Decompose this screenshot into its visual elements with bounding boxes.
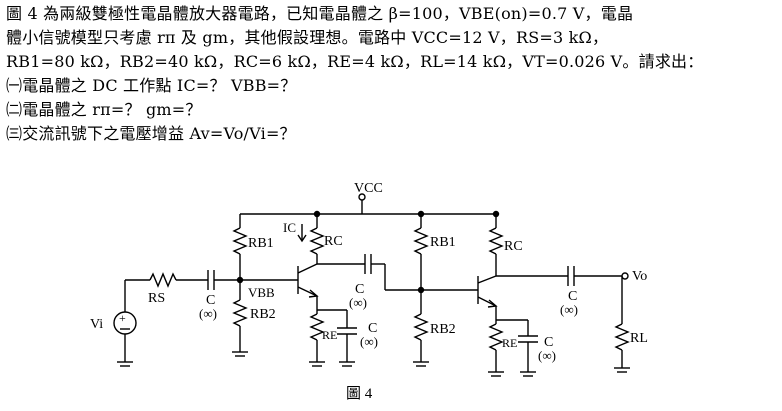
c-label-3: C bbox=[355, 282, 364, 297]
inf-label-1: (∞) bbox=[199, 306, 217, 321]
vi-label: Vi bbox=[90, 317, 103, 332]
inf-label-3: (∞) bbox=[349, 295, 367, 310]
inf-label-4: (∞) bbox=[538, 348, 556, 363]
problem-line-2: 體小信號模型只考慮 rπ 及 gm，其他假設理想。電路中 VCC=12 V，RS… bbox=[6, 28, 609, 47]
question-3: ㈢交流訊號下之電壓增益 Av=Vo/Vi=？ bbox=[6, 124, 296, 143]
re-label-2: RE bbox=[502, 336, 517, 350]
rb1-label-1: RB1 bbox=[248, 236, 274, 251]
ground-symbols bbox=[117, 351, 630, 377]
vo-label: Vo bbox=[632, 269, 647, 284]
question-2: ㈡電晶體之 rπ=？ gm=？ bbox=[6, 100, 202, 119]
rb2-label-1: RB2 bbox=[250, 307, 276, 322]
figure-caption: 圖 4 bbox=[346, 385, 373, 402]
problem-line-3: RB1=80 kΩ，RB2=40 kΩ，RC=6 kΩ，RE=4 kΩ，RL=1… bbox=[6, 52, 704, 71]
vbb-label: VBB bbox=[248, 285, 275, 300]
ic-label: IC bbox=[283, 220, 296, 235]
question-1: ㈠電晶體之 DC 工作點 IC=？ VBB=？ bbox=[6, 76, 297, 95]
problem-statement: 圖 4 為兩級雙極性電晶體放大器電路，已知電晶體之 β=100，VBE(on)=… bbox=[6, 2, 778, 146]
c-label-5: C bbox=[568, 289, 577, 304]
re-label-1: RE bbox=[322, 328, 337, 342]
vcc-label: VCC bbox=[354, 181, 383, 196]
rb1-label-2: RB1 bbox=[430, 235, 456, 250]
rs-label: RS bbox=[148, 291, 165, 306]
rb2-label-2: RB2 bbox=[430, 322, 456, 337]
rl-label: RL bbox=[630, 331, 648, 346]
svg-text:+: + bbox=[119, 311, 126, 325]
c-label-1: C bbox=[206, 293, 215, 308]
problem-line-1: 圖 4 為兩級雙極性電晶體放大器電路，已知電晶體之 β=100，VBE(on)=… bbox=[6, 4, 634, 23]
c-label-2: C bbox=[368, 321, 377, 336]
c-label-4: C bbox=[544, 335, 553, 350]
rc-label-1: RC bbox=[324, 234, 343, 249]
rc-label-2: RC bbox=[504, 239, 523, 254]
inf-label-5: (∞) bbox=[560, 302, 578, 317]
inf-label-2: (∞) bbox=[360, 334, 378, 349]
